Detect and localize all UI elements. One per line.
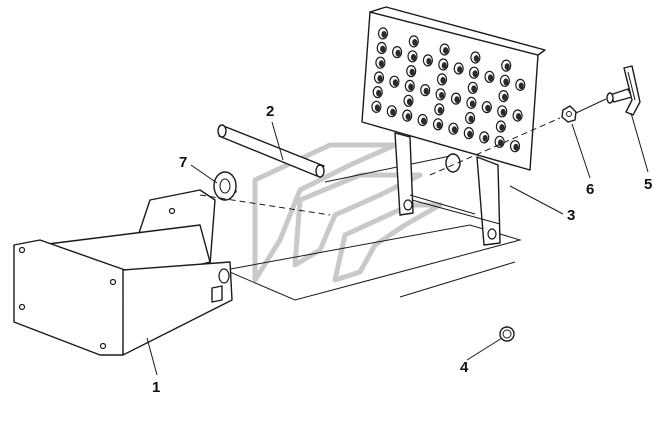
perforation-shade [412, 39, 418, 46]
perforation-shade [381, 31, 387, 38]
callout-labels: 1 2 3 4 5 6 7 [152, 103, 652, 396]
perforation-shade [457, 66, 463, 73]
perforation-shade [500, 108, 506, 116]
perforation-shade [513, 143, 519, 151]
perforation-shade [499, 124, 505, 131]
perforation-shade [443, 47, 449, 54]
perforation-shade [502, 93, 508, 101]
perforation-shade [441, 62, 447, 69]
perforation-shade [405, 113, 411, 120]
callout-2: 2 [266, 103, 274, 120]
perforation-shade [487, 74, 494, 82]
perforation-shade [468, 115, 474, 123]
perforation-shade [426, 58, 432, 65]
snap-ring [499, 326, 515, 342]
perforation-shade [473, 55, 479, 62]
perforation-shade [395, 49, 401, 57]
perforation-shade [423, 87, 429, 95]
callout-7: 7 [179, 154, 187, 171]
assembly-axis [199, 98, 607, 216]
callout-5: 5 [644, 176, 652, 193]
watermark-logo [252, 142, 443, 283]
perforation-shade [377, 75, 383, 82]
perforation-shade [436, 121, 442, 129]
perforation-shade [421, 117, 427, 125]
perforation-shade [406, 98, 413, 106]
perforation-shade [482, 135, 488, 142]
perforation-shade [440, 77, 446, 84]
perforation-shade [380, 45, 386, 53]
clip-pin [606, 65, 641, 116]
callout-4: 4 [460, 359, 469, 376]
callout-1: 1 [152, 379, 160, 396]
perforation-shade [374, 104, 380, 112]
perforation-shade [518, 82, 524, 90]
perforation-shade [469, 100, 475, 108]
assembly-guide-lines [223, 154, 522, 301]
step-plate [361, 6, 546, 246]
perforation-shade [409, 68, 415, 76]
perforation-shade [485, 104, 491, 112]
perforation-shade [503, 78, 509, 86]
perforation-shade [451, 126, 457, 134]
perforation-shade [378, 60, 384, 68]
leader-lines [146, 112, 649, 376]
callout-6: 6 [586, 181, 594, 198]
nut [561, 105, 577, 123]
perforation-shade [376, 89, 382, 97]
bushing [213, 171, 237, 201]
perforation-shade [472, 70, 478, 78]
mounting-bracket [13, 189, 233, 356]
perforation-shade [437, 107, 443, 114]
perforation-shade [454, 96, 460, 103]
perforation-shade [408, 83, 414, 91]
perforation-shade [471, 85, 477, 93]
perforation-shade [504, 63, 510, 70]
perforation-shade [392, 79, 398, 87]
perforation-shade [516, 113, 522, 120]
callout-3: 3 [567, 207, 575, 224]
perforation-shade [390, 108, 396, 116]
perforation-shade [467, 130, 473, 138]
pivot-pin [217, 124, 325, 178]
perforation-shade [439, 92, 445, 99]
step-plate-perforations [371, 27, 526, 153]
perforation-shade [410, 53, 417, 61]
